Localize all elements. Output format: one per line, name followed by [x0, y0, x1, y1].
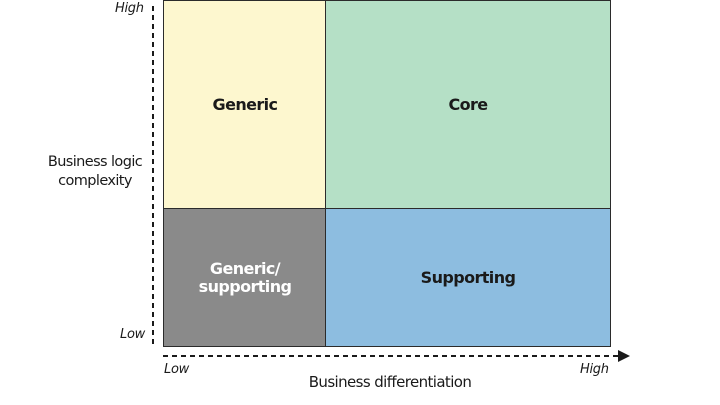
quadrant-generic-label: Generic — [212, 95, 278, 114]
quadrant-core: Core — [325, 0, 611, 210]
quadrant-generic-supporting: Generic/ supporting — [163, 208, 327, 347]
quadrant-generic-supporting-label: Generic/ supporting — [198, 258, 292, 296]
quadrant-supporting: Supporting — [325, 208, 611, 347]
y-axis-high-tick: High — [115, 1, 144, 16]
x-axis-arrowhead — [618, 350, 630, 362]
quadrant-core-label: Core — [448, 95, 488, 114]
x-axis-low-tick: Low — [164, 362, 189, 377]
y-axis-label: Business logic complexity — [36, 153, 154, 191]
x-axis-label: Business differentiation — [308, 373, 472, 391]
quadrant-supporting-label: Supporting — [420, 267, 516, 287]
y-axis-low-tick: Low — [120, 327, 145, 342]
x-axis-high-tick: High — [580, 362, 609, 377]
y-axis-label-line1: Business logic — [47, 154, 143, 170]
quadrant-generic: Generic — [163, 0, 327, 210]
y-axis-label-line2: complexity — [58, 173, 132, 189]
